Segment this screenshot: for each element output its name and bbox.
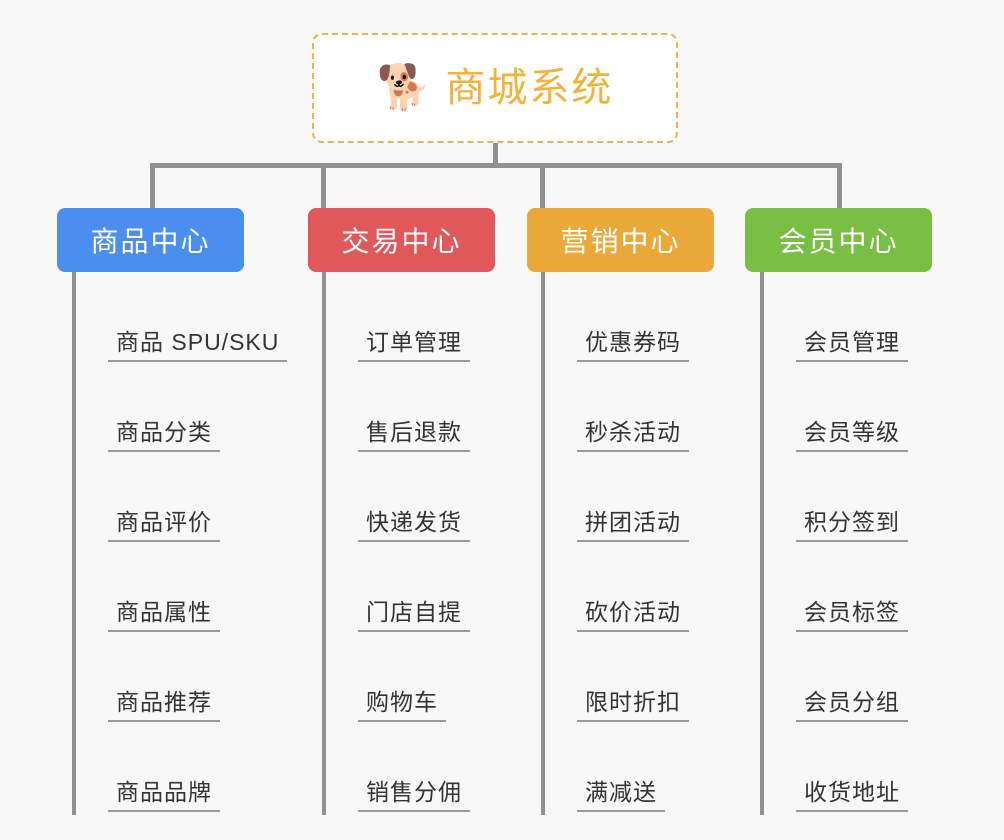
leaf-label: 门店自提 <box>358 600 470 632</box>
leaf-item[interactable]: 购物车 <box>344 632 470 722</box>
category-label: 商品中心 <box>90 226 211 257</box>
category-column-2: 营销中心 <box>527 208 714 272</box>
leaf-label: 商品属性 <box>108 600 220 632</box>
leaf-label: 会员管理 <box>796 330 908 362</box>
leaf-item[interactable]: 商品评价 <box>94 452 287 542</box>
category-label: 交易中心 <box>341 226 462 257</box>
category-label: 营销中心 <box>560 226 681 257</box>
leaf-label: 积分签到 <box>796 510 908 542</box>
leaf-label: 商品推荐 <box>108 690 220 722</box>
connector-rail-1 <box>322 272 326 815</box>
leaf-label: 收货地址 <box>796 780 908 812</box>
category-node-2[interactable]: 营销中心 <box>527 208 714 272</box>
leaf-label: 售后退款 <box>358 420 470 452</box>
connector-rail-2 <box>541 272 545 815</box>
leaf-item[interactable]: 会员分组 <box>782 632 908 722</box>
leaf-label: 订单管理 <box>358 330 470 362</box>
leaf-label: 砍价活动 <box>577 600 689 632</box>
leaf-item[interactable]: 会员管理 <box>782 272 908 362</box>
leaf-label: 优惠券码 <box>577 330 689 362</box>
leaf-item[interactable]: 收货地址 <box>782 722 908 812</box>
category-column-3: 会员中心 <box>745 208 932 272</box>
root-node[interactable]: 🐕 商城系统 <box>312 33 678 143</box>
leaf-list-1: 订单管理售后退款快递发货门店自提购物车销售分佣 <box>322 272 470 812</box>
leaf-label: 销售分佣 <box>358 780 470 812</box>
leaf-item[interactable]: 会员等级 <box>782 362 908 452</box>
leaf-label: 购物车 <box>358 690 446 722</box>
connector-drop-2 <box>540 163 545 208</box>
shiba-dog-icon: 🐕 <box>376 63 432 112</box>
leaf-label: 商品评价 <box>108 510 220 542</box>
leaf-list-3: 会员管理会员等级积分签到会员标签会员分组收货地址 <box>760 272 908 812</box>
category-node-0[interactable]: 商品中心 <box>57 208 244 272</box>
leaf-label: 秒杀活动 <box>577 420 689 452</box>
leaf-item[interactable]: 商品品牌 <box>94 722 287 812</box>
connector-rail-0 <box>72 272 76 815</box>
leaf-item[interactable]: 满减送 <box>563 722 689 812</box>
leaf-label: 快递发货 <box>358 510 470 542</box>
leaf-item[interactable]: 商品分类 <box>94 362 287 452</box>
leaf-label: 会员等级 <box>796 420 908 452</box>
leaf-item[interactable]: 拼团活动 <box>563 452 689 542</box>
category-column-1: 交易中心 <box>308 208 495 272</box>
leaf-item[interactable]: 快递发货 <box>344 452 470 542</box>
category-node-1[interactable]: 交易中心 <box>308 208 495 272</box>
leaf-label: 满减送 <box>577 780 665 812</box>
connector-bus <box>150 163 842 168</box>
leaf-item[interactable]: 商品 SPU/SKU <box>94 272 288 362</box>
leaf-item[interactable]: 商品推荐 <box>94 632 287 722</box>
leaf-item[interactable]: 优惠券码 <box>563 272 689 362</box>
leaf-label: 拼团活动 <box>577 510 689 542</box>
leaf-item[interactable]: 积分签到 <box>782 452 908 542</box>
root-title: 商城系统 <box>445 66 614 110</box>
leaf-item[interactable]: 订单管理 <box>344 272 470 362</box>
leaf-label: 商品品牌 <box>108 780 220 812</box>
leaf-item[interactable]: 砍价活动 <box>563 542 689 632</box>
connector-drop-0 <box>150 163 155 208</box>
leaf-label: 商品 SPU/SKU <box>108 330 288 362</box>
category-label: 会员中心 <box>778 226 899 257</box>
leaf-label: 会员标签 <box>796 600 908 632</box>
connector-drop-3 <box>837 163 842 208</box>
leaf-item[interactable]: 销售分佣 <box>344 722 470 812</box>
leaf-item[interactable]: 限时折扣 <box>563 632 689 722</box>
connector-drop-1 <box>321 163 326 208</box>
category-node-3[interactable]: 会员中心 <box>745 208 932 272</box>
leaf-item[interactable]: 商品属性 <box>94 542 287 632</box>
leaf-label: 限时折扣 <box>577 690 689 722</box>
connector-stem <box>493 143 498 167</box>
leaf-item[interactable]: 秒杀活动 <box>563 362 689 452</box>
leaf-item[interactable]: 售后退款 <box>344 362 470 452</box>
connector-rail-3 <box>760 272 764 815</box>
leaf-list-2: 优惠券码秒杀活动拼团活动砍价活动限时折扣满减送 <box>541 272 689 812</box>
leaf-item[interactable]: 会员标签 <box>782 542 908 632</box>
leaf-item[interactable]: 门店自提 <box>344 542 470 632</box>
leaf-label: 商品分类 <box>108 420 220 452</box>
leaf-list-0: 商品 SPU/SKU 商品分类商品评价商品属性商品推荐商品品牌 <box>72 272 288 812</box>
leaf-label: 会员分组 <box>796 690 908 722</box>
category-column-0: 商品中心 <box>57 208 244 272</box>
